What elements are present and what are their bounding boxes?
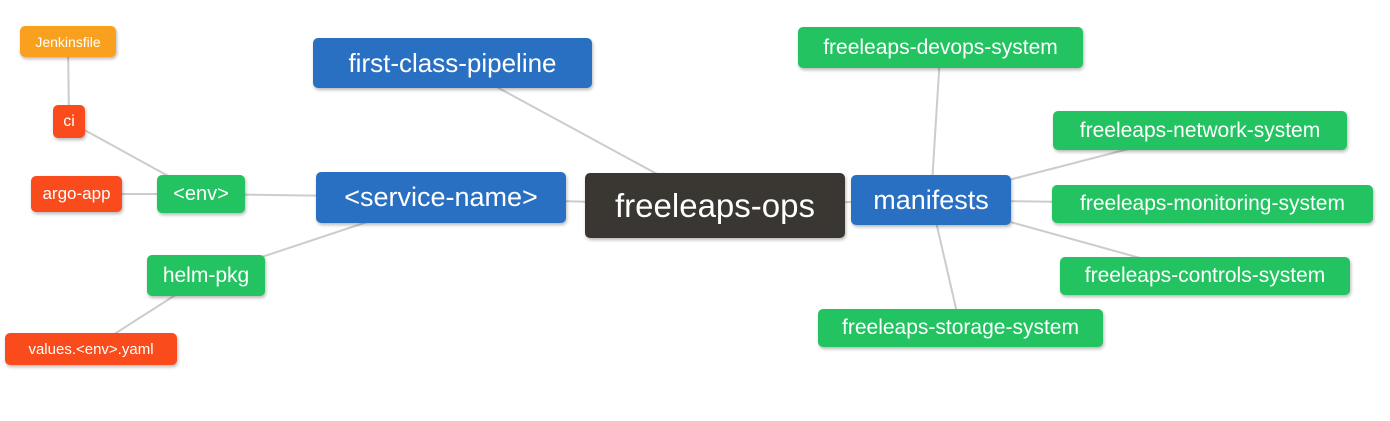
node-ci[interactable]: ci [53, 105, 85, 138]
node-freeleaps-controls-system[interactable]: freeleaps-controls-system [1060, 257, 1350, 295]
node-freeleaps-monitoring-system[interactable]: freeleaps-monitoring-system [1052, 185, 1373, 223]
node-first-class-pipeline[interactable]: first-class-pipeline [313, 38, 592, 88]
node-manifests[interactable]: manifests [851, 175, 1011, 225]
node-freeleaps-devops-system[interactable]: freeleaps-devops-system [798, 27, 1083, 68]
node-env[interactable]: <env> [157, 175, 245, 213]
node-jenkinsfile[interactable]: Jenkinsfile [20, 26, 116, 57]
node-helm-pkg[interactable]: helm-pkg [147, 255, 265, 296]
node-values-env-yaml[interactable]: values.<env>.yaml [5, 333, 177, 365]
node-freeleaps-ops-root[interactable]: freeleaps-ops [585, 173, 845, 238]
node-freeleaps-storage-system[interactable]: freeleaps-storage-system [818, 309, 1103, 347]
node-argo-app[interactable]: argo-app [31, 176, 122, 212]
node-service-name[interactable]: <service-name> [316, 172, 566, 223]
node-freeleaps-network-system[interactable]: freeleaps-network-system [1053, 111, 1347, 150]
edge-manifests-devops_system [930, 47, 942, 201]
